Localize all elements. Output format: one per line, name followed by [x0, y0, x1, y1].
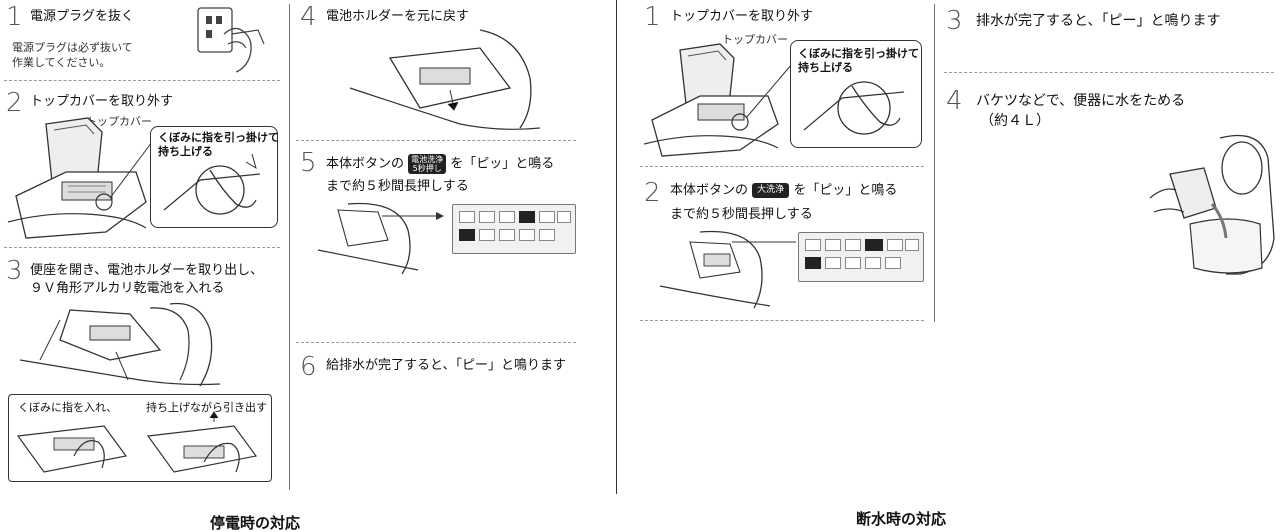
- step-number: 2: [6, 88, 23, 118]
- step-title: トップカバーを取り外す: [670, 9, 814, 24]
- step-title: まで約５秒間長押しする: [326, 179, 469, 194]
- battery-holder-illustration: [19, 302, 221, 387]
- finger-lift-detail-illustration: [163, 153, 261, 215]
- toilet-top-cover-illustration: [7, 117, 153, 239]
- part-label: トップカバー: [86, 115, 152, 128]
- toilet-open-illustration: [659, 230, 796, 309]
- pull-out-illustration: [146, 411, 258, 473]
- finger-insert-illustration: [16, 425, 128, 473]
- step-number: 3: [6, 256, 23, 286]
- step-number: 3: [946, 6, 963, 36]
- divider: [640, 320, 924, 321]
- step-number: 6: [300, 352, 317, 382]
- step-title: （約４Ｌ）: [980, 113, 1050, 129]
- step-number: 1: [644, 2, 661, 32]
- control-panel-illustration: [798, 232, 924, 282]
- detail-caption: 持ち上げながら引き出す: [146, 401, 267, 414]
- control-panel-illustration: [452, 204, 576, 254]
- divider: [944, 72, 1274, 73]
- divider: [296, 342, 576, 343]
- step-title: トップカバーを取り外す: [30, 94, 174, 109]
- section-separator: [616, 0, 617, 494]
- callout-text: 持ち上げる: [798, 61, 853, 74]
- divider: [296, 140, 576, 141]
- callout-box: [790, 40, 922, 148]
- callout-text: くぼみに指を引っ掛けて: [798, 47, 919, 60]
- step-title: 本体ボタンの 大洗浄 を「ピッ」と鳴る: [670, 183, 898, 198]
- column-separator: [289, 4, 290, 490]
- column-separator: [934, 4, 935, 322]
- step-title: 排水が完了すると、「ピー」と鳴ります: [976, 13, 1221, 29]
- step-title: ９Ｖ角形アルカリ乾電池を入れる: [30, 281, 225, 296]
- step-number: 2: [644, 178, 661, 208]
- large-flush-button-icon: 大洗浄: [752, 183, 790, 198]
- section-caption: 停電時の対応: [210, 514, 301, 532]
- step-note: 電源プラグは必ず抜いて: [12, 41, 133, 54]
- bucket-pour-illustration: [1149, 134, 1275, 275]
- part-label: トップカバー: [722, 33, 788, 46]
- step-number: 4: [300, 2, 317, 32]
- step-title: 電源プラグを抜く: [30, 9, 135, 24]
- step-title: まで約５秒間長押しする: [670, 207, 813, 222]
- detail-caption: くぼみに指を入れ、: [18, 401, 118, 414]
- section-caption: 断水時の対応: [856, 510, 947, 528]
- divider: [4, 80, 280, 81]
- finger-lift-detail-illustration: [803, 81, 905, 135]
- step-number: 4: [946, 86, 963, 116]
- toilet-open-illustration: [317, 202, 444, 275]
- step-number: 5: [300, 148, 317, 178]
- divider: [4, 247, 280, 248]
- step-title: バケツなどで、便器に水をためる: [976, 93, 1186, 109]
- toilet-top-cover-illustration: [643, 43, 793, 157]
- callout-text: くぼみに指を引っ掛けて: [158, 131, 279, 144]
- step-title: 電池ホルダーを元に戻す: [326, 9, 470, 24]
- unplug-illustration: [197, 7, 265, 73]
- step-number: 1: [6, 2, 23, 32]
- step-title: 給排水が完了すると、「ピー」と鳴ります: [326, 358, 566, 373]
- step-title: 便座を開き、電池ホルダーを取り出し、: [30, 263, 264, 278]
- step-note: 作業してください。: [12, 56, 111, 69]
- callout-text: 持ち上げる: [158, 145, 213, 158]
- divider: [640, 166, 924, 167]
- battery-holder-return-illustration: [349, 29, 541, 130]
